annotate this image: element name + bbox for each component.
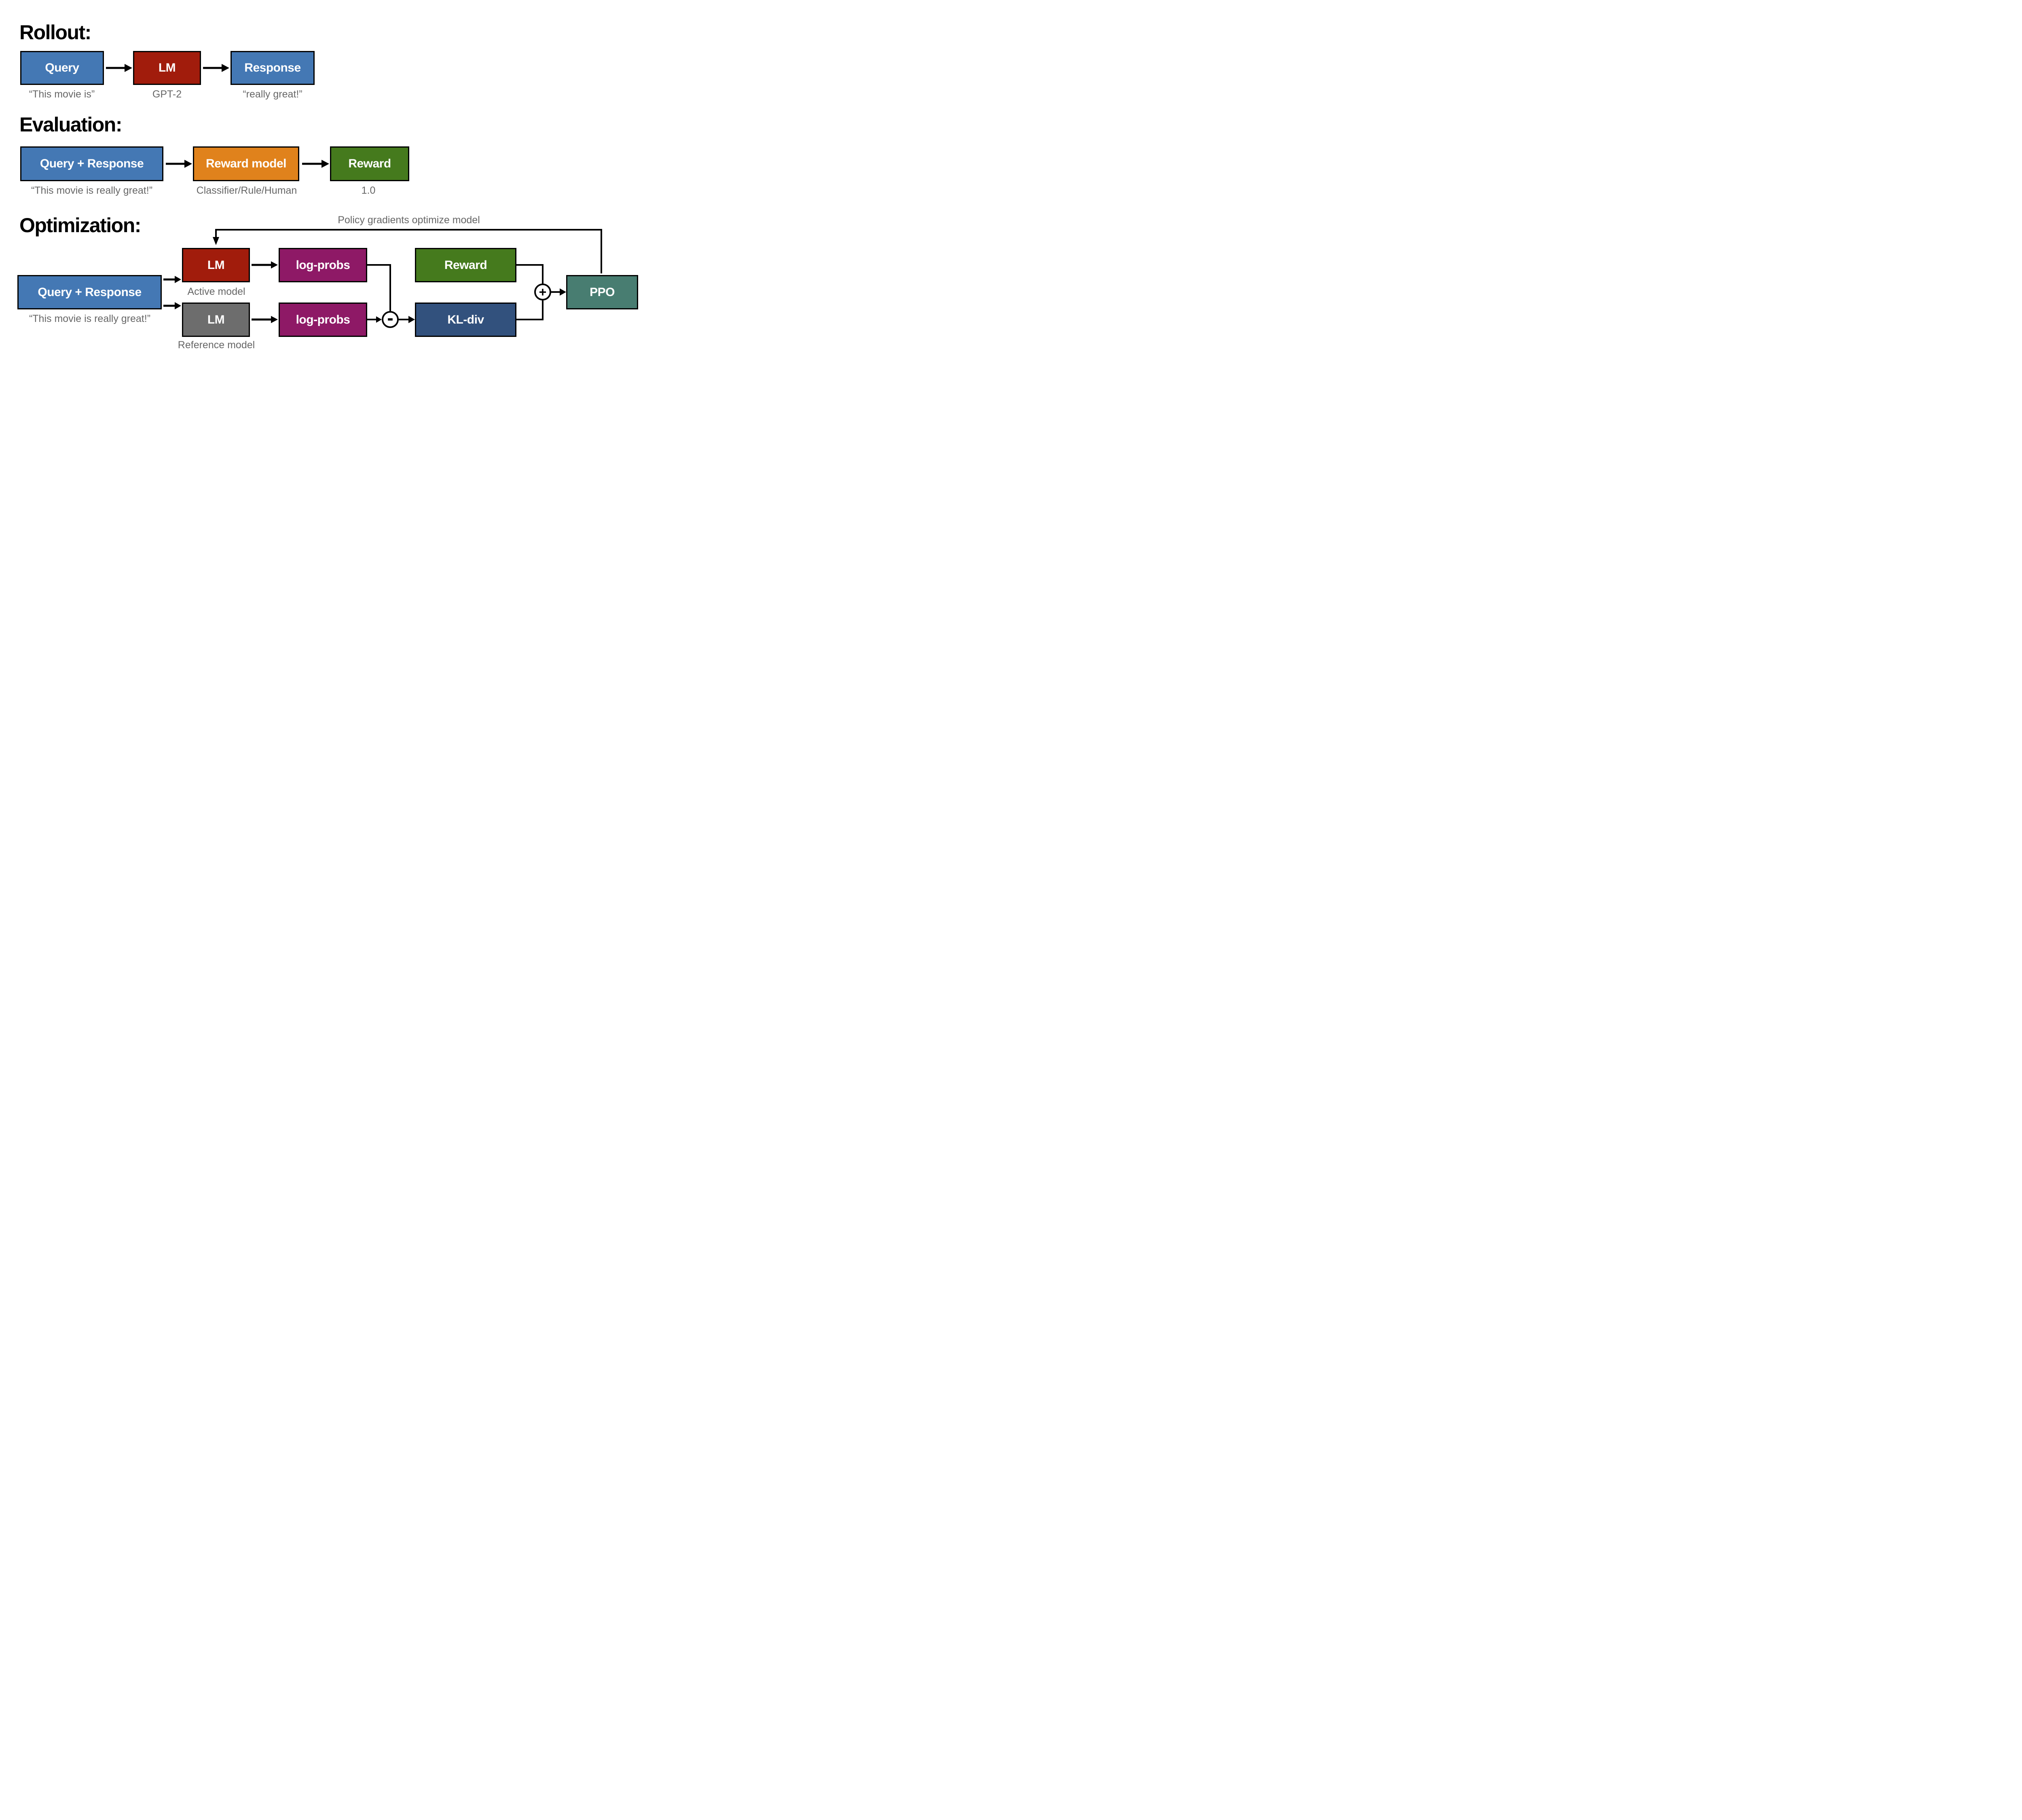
arrow-logprobsref-to-minus-head — [376, 316, 382, 323]
rollout-query-caption: “This movie is” — [29, 89, 95, 100]
kl-div-box: KL-div — [415, 303, 516, 337]
plus-operator: + — [534, 284, 551, 301]
rollout-query-box: Query — [20, 51, 104, 85]
feedback-label: Policy gradients optimize model — [338, 214, 480, 226]
arrow-lmreference-to-logprobs-head — [271, 316, 278, 323]
rollout-response-caption: “really great!” — [243, 89, 302, 100]
rollout-lm-caption: GPT-2 — [152, 89, 182, 100]
evaluation-rewardmodel-box: Reward model — [193, 146, 299, 181]
lm-active-label: LM — [207, 258, 225, 272]
minus-operator: - — [382, 307, 399, 328]
lm-reference-box: LM — [182, 303, 250, 337]
evaluation-rewardmodel-caption: Classifier/Rule/Human — [196, 185, 297, 196]
rollout-response-box: Response — [231, 51, 315, 85]
arrow-query-to-lm-head — [125, 64, 132, 72]
logprobs-reference-box: log-probs — [279, 303, 367, 337]
evaluation-reward-label: Reward — [348, 157, 391, 170]
lm-active-caption: Active model — [187, 286, 245, 297]
lm-active-box: LM — [182, 248, 250, 282]
evaluation-qr-box: Query + Response — [20, 146, 163, 181]
arrow-lm-to-response-head — [222, 64, 229, 72]
minus-operator-glyph: - — [387, 307, 393, 328]
evaluation-reward-caption: 1.0 — [361, 185, 376, 196]
arrow-plus-to-ppo-head — [560, 288, 566, 296]
rollout-title: Rollout: — [19, 21, 91, 44]
evaluation-rewardmodel-label: Reward model — [205, 157, 287, 170]
optimization-reward-label: Reward — [444, 258, 487, 272]
rollout-query-label: Query — [45, 61, 79, 74]
evaluation-qr-label: Query + Response — [40, 157, 144, 170]
feedback-arrow-head — [213, 237, 219, 245]
rollout-lm-label: LM — [158, 61, 176, 74]
diagram-canvas: Rollout: Query LM Response “This movie i… — [0, 0, 647, 364]
arrow-qr-to-lm-active-head — [175, 276, 181, 283]
arrow-minus-to-kl-head — [408, 316, 415, 323]
arrow-lmactive-to-logprobs-head — [271, 261, 278, 269]
optimization-reward-box: Reward — [415, 248, 516, 282]
optimization-qr-label: Query + Response — [38, 285, 142, 299]
arrow-qr-to-lm-reference-head — [175, 302, 181, 309]
lm-reference-label: LM — [207, 313, 225, 326]
evaluation-reward-box: Reward — [330, 146, 409, 181]
ppo-box: PPO — [566, 275, 638, 309]
plus-operator-glyph: + — [539, 285, 547, 299]
arrow-rewardmodel-to-reward-head — [321, 160, 329, 168]
evaluation-qr-caption: “This movie is really great!” — [31, 185, 153, 196]
logprobs-active-box: log-probs — [279, 248, 367, 282]
arrow-qr-to-rewardmodel-head — [184, 160, 192, 168]
rollout-lm-box: LM — [133, 51, 201, 85]
lm-reference-caption: Reference model — [178, 339, 255, 351]
evaluation-title: Evaluation: — [19, 113, 122, 136]
logprobs-active-label: log-probs — [296, 258, 350, 272]
kl-div-label: KL-div — [447, 313, 484, 326]
rollout-response-label: Response — [244, 61, 301, 74]
logprobs-reference-label: log-probs — [296, 313, 350, 326]
ppo-label: PPO — [590, 285, 615, 299]
optimization-qr-box: Query + Response — [17, 275, 162, 309]
optimization-qr-caption: “This movie is really great!” — [29, 313, 151, 324]
optimization-title: Optimization: — [19, 214, 141, 237]
